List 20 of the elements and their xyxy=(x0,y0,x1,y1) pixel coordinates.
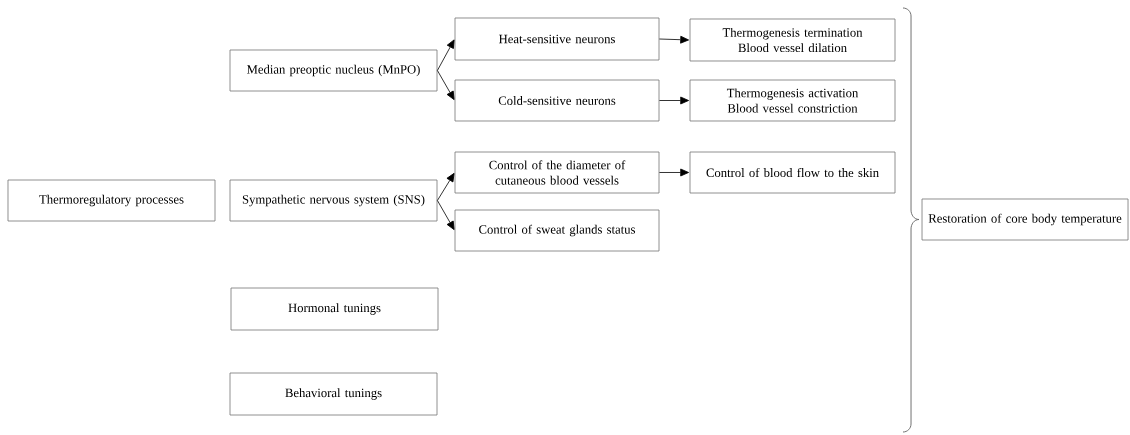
process-box: Cold-sensitive neurons xyxy=(454,79,660,122)
process-box: Thermoregulatory processes xyxy=(7,179,216,222)
process-box: Thermogenesis termination Blood vessel dilation xyxy=(689,18,896,62)
process-box: Thermogenesis activation Blood vessel constriction xyxy=(689,79,896,122)
arrow xyxy=(659,96,689,105)
process-box: Hormonal tunings xyxy=(230,287,439,331)
process-box: Heat-sensitive neurons xyxy=(454,17,660,61)
arrow xyxy=(437,200,455,230)
process-box: Median preoptic nucleus (MnPO) xyxy=(229,49,438,92)
process-box: Control of sweat glands status xyxy=(454,209,660,252)
arrow xyxy=(659,168,689,177)
arrow xyxy=(437,39,455,71)
process-box: Sympathetic nervous system (SNS) xyxy=(229,179,438,222)
arrow xyxy=(437,172,455,201)
process-box: Control of blood flow to the skin xyxy=(689,151,896,194)
process-box: Behavioral tunings xyxy=(229,372,438,416)
process-box: Control of the diameter of cutaneous blood vessels xyxy=(454,151,660,194)
arrow xyxy=(437,70,455,101)
arrow xyxy=(659,35,689,44)
process-box: Restoration of core body temperature xyxy=(921,198,1129,241)
